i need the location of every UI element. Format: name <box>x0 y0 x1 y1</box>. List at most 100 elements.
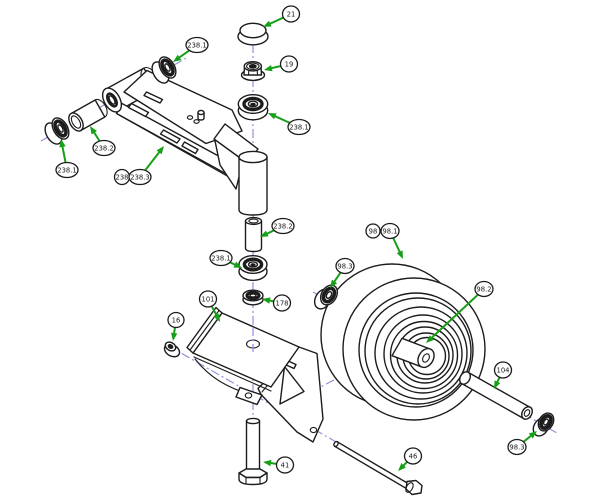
callout-arrowhead <box>262 297 271 304</box>
caster-fork-bracket <box>186 306 324 443</box>
callout-46: 46 <box>398 447 423 471</box>
arm-pivot-bearing-lower <box>44 117 70 145</box>
callout-arrowhead <box>59 139 66 148</box>
callout-arrow <box>392 237 402 255</box>
callout-arrowhead <box>330 279 338 288</box>
callout-arrowhead <box>263 459 272 467</box>
callout-label: 238 <box>116 173 129 181</box>
callout-arrowhead <box>396 250 403 259</box>
callout-238.2: 238.2 <box>90 126 116 157</box>
kingpin-bearing-upper <box>237 93 269 121</box>
callout-arrowhead <box>173 54 182 62</box>
hub-axle-spacer <box>391 337 435 369</box>
callout-balloon <box>271 217 295 235</box>
kingpin-pivot-tube <box>213 123 268 216</box>
callout-balloon <box>128 168 152 186</box>
callout-238: 238 <box>113 168 131 186</box>
callout-101: 101 <box>198 290 220 322</box>
callout-arrow <box>144 149 162 171</box>
callout-21: 21 <box>263 5 301 27</box>
callout-label: 238.1 <box>211 254 230 262</box>
kingpin-spacer <box>244 216 263 253</box>
callout-balloon <box>281 5 301 23</box>
callout-arrow <box>60 143 67 163</box>
callout-238.1: 238.1 <box>173 36 209 62</box>
callout-label: 238.1 <box>289 123 308 131</box>
callout-arrowhead <box>156 146 164 155</box>
wheel-bearing-left <box>313 284 339 310</box>
callout-arrowhead <box>494 380 501 389</box>
callout-arrow <box>272 114 291 124</box>
callout-178: 178 <box>262 294 292 312</box>
dust-cap <box>237 22 269 46</box>
callout-balloon <box>209 249 233 267</box>
caster-arm-weldment <box>101 66 245 190</box>
callout-balloon <box>198 290 218 308</box>
callout-label: 19 <box>285 60 294 68</box>
callout-label: 98 <box>369 227 378 235</box>
callout-balloon <box>185 36 209 54</box>
callout-label: 46 <box>409 452 418 460</box>
callout-label: 98.1 <box>382 227 397 235</box>
callout-balloon <box>272 294 292 312</box>
axle-spacer-tube <box>458 371 534 420</box>
callout-arrowhead <box>260 230 269 237</box>
callout-label: 238.2 <box>273 222 292 230</box>
callout-balloon <box>92 139 116 157</box>
callout-98.2: 98.2 <box>426 280 494 343</box>
wheel-bearing-right <box>532 412 555 437</box>
callout-balloon <box>474 280 494 298</box>
callout-arrowhead <box>233 261 242 268</box>
axle-nut <box>163 341 181 358</box>
seal-washer <box>242 289 264 306</box>
callout-arrowhead <box>264 65 273 72</box>
callout-label: 41 <box>281 461 290 469</box>
callout-arrowhead <box>263 20 272 27</box>
callout-238.2: 238.2 <box>260 217 295 237</box>
callout-label: 178 <box>276 299 289 307</box>
callout-balloon <box>493 361 513 379</box>
callout-balloon <box>55 161 79 179</box>
callout-arrowhead <box>170 332 178 341</box>
callout-41: 41 <box>263 456 295 474</box>
callout-238.1: 238.1 <box>268 113 311 136</box>
callout-arrow <box>428 293 479 341</box>
arm-pivot-bearing-upper <box>151 56 177 84</box>
callout-19: 19 <box>264 55 299 73</box>
callout-label: 16 <box>172 316 181 324</box>
callout-98: 98 <box>365 223 381 239</box>
callout-104: 104 <box>493 361 513 389</box>
callout-balloon <box>167 311 185 329</box>
callout-label: 238.1 <box>57 166 76 174</box>
callout-label: 238.2 <box>94 144 113 152</box>
callout-98.1: 98.1 <box>380 222 403 259</box>
callout-arrowhead <box>426 335 435 343</box>
callout-label: 104 <box>497 366 510 374</box>
callout-label: 101 <box>202 295 215 303</box>
kingpin-lock-nut <box>240 61 266 82</box>
callout-label: 238.1 <box>187 41 206 49</box>
callout-label: 98.3 <box>337 262 352 270</box>
callout-arrowhead <box>398 463 406 471</box>
kingpin-bolt <box>238 417 268 486</box>
callout-arrowhead <box>213 313 220 322</box>
callout-arrowhead <box>528 431 537 439</box>
callout-balloon <box>365 223 381 239</box>
callout-balloon <box>275 456 295 474</box>
callout-16: 16 <box>167 311 185 341</box>
axle-bolt <box>333 440 423 496</box>
callout-label: 98.2 <box>476 285 491 293</box>
callout-arrowhead <box>90 126 97 135</box>
callout-label: 238.3 <box>130 173 149 181</box>
callout-98.3: 98.3 <box>507 431 537 456</box>
callout-arrowhead <box>268 113 277 120</box>
callout-balloon <box>403 447 423 465</box>
arm-pivot-spacer <box>68 98 108 132</box>
callout-balloon <box>507 438 527 456</box>
callout-label: 21 <box>287 10 296 18</box>
callout-label: 98.3 <box>509 443 524 451</box>
callout-balloon <box>335 257 355 275</box>
